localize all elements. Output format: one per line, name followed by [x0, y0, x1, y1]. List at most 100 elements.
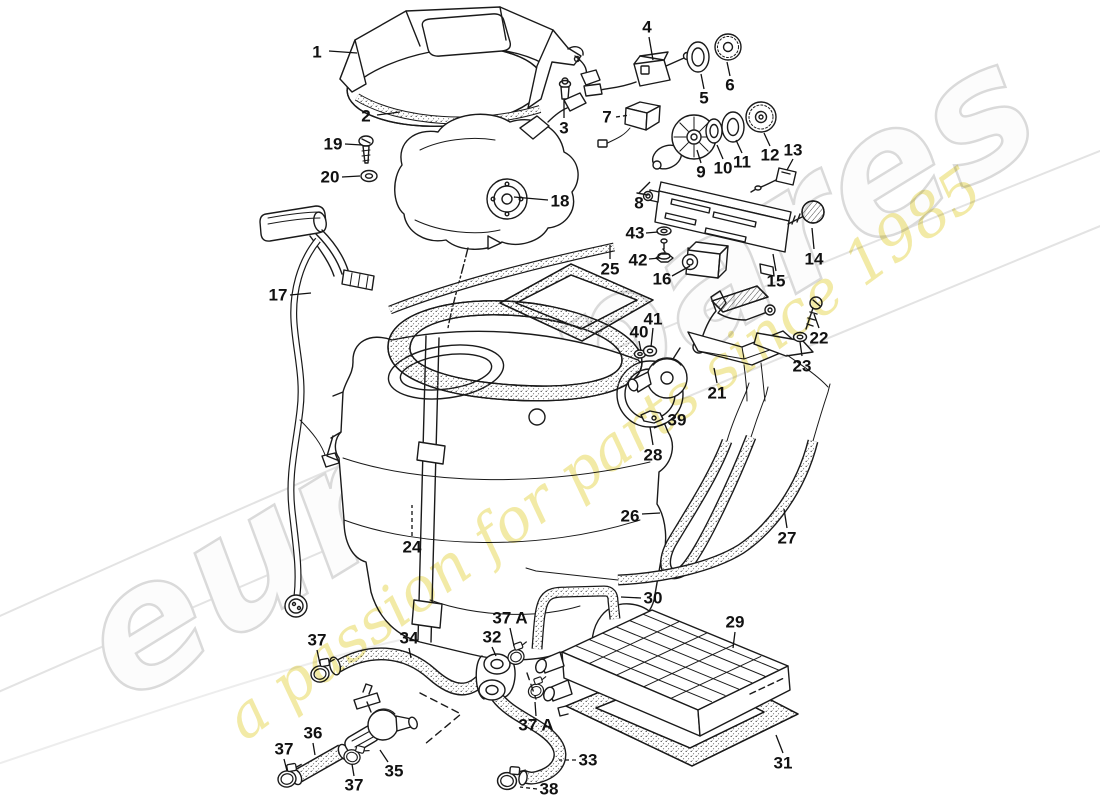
leader-line-42 — [648, 257, 661, 260]
hoses-and-valve — [275, 639, 560, 792]
part-label-20: 20 — [321, 168, 340, 187]
leader-line-38 — [519, 786, 538, 790]
leader-line-20 — [341, 175, 361, 178]
part-label-37-2: 37 — [275, 740, 294, 759]
part-label-33: 33 — [579, 751, 598, 770]
part-label-43: 43 — [626, 224, 645, 243]
switch-assembly — [583, 33, 742, 97]
leader-line-8 — [638, 181, 651, 194]
leader-line-11 — [735, 139, 743, 154]
lever-mechanism — [627, 285, 829, 424]
part-label-34: 34 — [400, 629, 419, 648]
part-label-11: 11 — [733, 153, 751, 172]
part-label-32: 32 — [483, 628, 502, 647]
changeover-valve — [344, 683, 418, 755]
part-label-24: 24 — [403, 538, 422, 557]
leader-line-35 — [379, 749, 389, 763]
leader-line-31 — [775, 734, 784, 754]
leader-line-41 — [650, 327, 654, 348]
part-label-23: 23 — [793, 357, 812, 376]
part-label-13: 13 — [784, 141, 803, 160]
leader-line-37A-1 — [509, 627, 515, 647]
leader-line-40 — [638, 340, 642, 352]
part-label-16: 16 — [653, 270, 672, 289]
leader-line-29 — [732, 631, 736, 649]
part-label-36: 36 — [304, 724, 323, 743]
leader-line-28 — [649, 426, 654, 446]
leader-line-13 — [786, 158, 794, 171]
leader-line-36 — [312, 742, 316, 756]
part-label-41: 41 — [644, 310, 663, 329]
part-label-3: 3 — [559, 119, 568, 138]
leader-line-37A-2 — [534, 701, 537, 717]
leader-line-34 — [408, 647, 412, 659]
leader-line-17 — [289, 292, 312, 296]
part-label-39: 39 — [668, 411, 687, 430]
part-label-8: 8 — [634, 194, 643, 213]
leader-line-9 — [696, 149, 702, 164]
part-label-22: 22 — [810, 329, 829, 348]
leader-line-6 — [726, 61, 731, 77]
leader-line-30 — [620, 596, 642, 599]
part-label-10: 10 — [714, 159, 733, 178]
leader-line-21 — [713, 367, 718, 384]
leader-line-5 — [700, 73, 705, 90]
part-label-37A-2: 37 A — [518, 716, 553, 735]
part-label-19: 19 — [324, 135, 343, 154]
part-label-30: 30 — [644, 589, 663, 608]
part-label-25: 25 — [601, 260, 620, 279]
part-label-21: 21 — [708, 384, 727, 403]
part-label-17: 17 — [269, 286, 288, 305]
leader-line-32 — [491, 646, 497, 657]
part-label-15: 15 — [767, 272, 786, 291]
part-label-4: 4 — [642, 18, 652, 37]
blower-housing-cover — [339, 6, 601, 127]
part-label-18: 18 — [551, 192, 570, 211]
part-label-2: 2 — [361, 107, 370, 126]
leader-line-10 — [716, 144, 724, 160]
part-label-6: 6 — [725, 76, 734, 95]
leader-line-2 — [376, 111, 401, 116]
part-label-7: 7 — [602, 108, 611, 127]
wiring-harness — [259, 205, 375, 618]
leader-line-7 — [615, 114, 631, 118]
heater-control-panel — [636, 181, 825, 279]
part-label-37-1: 37 — [308, 631, 327, 650]
leader-line-15 — [772, 253, 777, 272]
screw-and-washer — [358, 135, 378, 183]
leader-line-37-2 — [283, 758, 288, 772]
part-label-28: 28 — [644, 446, 663, 465]
leader-line-37-1 — [316, 649, 321, 665]
part-label-40: 40 — [630, 323, 649, 342]
part-label-26: 26 — [621, 507, 640, 526]
part-label-35: 35 — [385, 762, 404, 781]
blower-motor — [394, 92, 587, 329]
leader-line-23 — [799, 341, 803, 357]
leader-line-26 — [641, 512, 661, 515]
leader-line-39 — [653, 422, 667, 429]
leader-line-43 — [645, 231, 659, 234]
leader-line-12 — [763, 132, 771, 147]
part-label-37A-1: 37 A — [492, 609, 527, 628]
fan-and-knobs — [651, 101, 797, 193]
part-label-42: 42 — [629, 251, 648, 270]
heat-exchanger — [534, 591, 799, 767]
diagram-artwork — [259, 6, 831, 792]
leader-line-22 — [813, 313, 820, 329]
leader-line-1 — [328, 50, 358, 54]
part-label-38: 38 — [540, 780, 559, 799]
part-label-9: 9 — [696, 163, 705, 182]
leader-line-4 — [648, 36, 654, 61]
leader-line-18 — [513, 196, 549, 201]
leader-line-37-3 — [351, 763, 355, 777]
part-label-5: 5 — [699, 89, 708, 108]
leader-line-27 — [783, 508, 788, 529]
part-label-1: 1 — [312, 43, 321, 62]
part-label-12: 12 — [761, 146, 780, 165]
control-cables — [525, 382, 831, 580]
part-label-31: 31 — [774, 754, 793, 773]
part-label-29: 29 — [726, 613, 745, 632]
part-label-37-3: 37 — [345, 776, 364, 795]
